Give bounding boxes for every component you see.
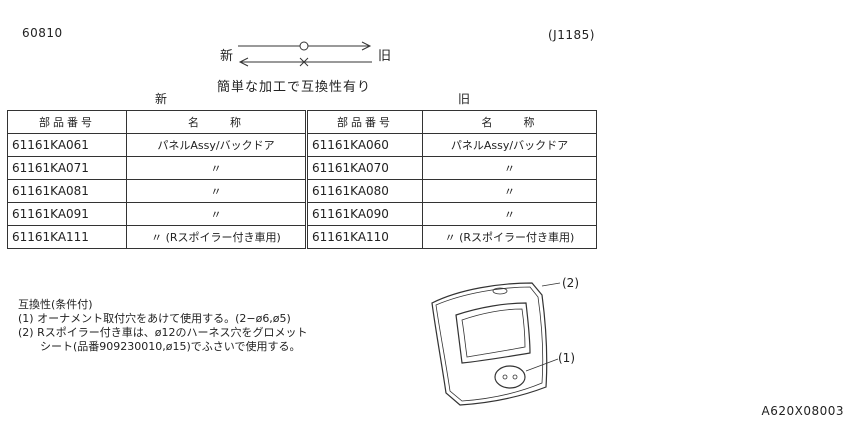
callout-2: (2)	[562, 276, 579, 290]
table-row: 61161KA061 パネルAssy/バックドア 61161KA060 パネルA…	[7, 133, 597, 157]
part-name-old: 〃 (Rスポイラー付き車用)	[422, 225, 597, 249]
part-name-new: 〃	[126, 179, 307, 203]
table-row: 61161KA091 〃 61161KA090 〃	[7, 202, 597, 226]
doc-number: 60810	[22, 26, 63, 40]
part-name-new: 〃	[126, 156, 307, 180]
part-number-new: 61161KA081	[7, 179, 127, 203]
part-number-new: 61161KA111	[7, 225, 127, 249]
footer-code: A620X08003	[761, 404, 844, 418]
part-name-new: パネルAssy/バックドア	[126, 133, 307, 157]
group-old-label: 旧	[458, 92, 471, 106]
header-name-new: 名 称	[126, 110, 307, 134]
part-number-old: 61161KA060	[305, 133, 423, 157]
header-name-old: 名 称	[422, 110, 597, 134]
reference-code: (J1185)	[548, 28, 595, 42]
group-new-label: 新	[155, 92, 168, 106]
part-number-new: 61161KA071	[7, 156, 127, 180]
part-name-old: 〃	[422, 202, 597, 226]
legend-old-label: 旧	[378, 49, 392, 64]
note-line-3: シート(品番909230010,ø15)でふさいで使用する。	[18, 340, 301, 353]
part-name-old: 〃	[422, 156, 597, 180]
header-part-number-new: 部品番号	[7, 110, 127, 134]
part-number-old: 61161KA090	[305, 202, 423, 226]
compatibility-notes: 互換性(条件付) (1) オーナメント取付穴をあけて使用する。(2−ø6,ø5)…	[18, 298, 307, 354]
part-number-old: 61161KA080	[305, 179, 423, 203]
part-number-new: 61161KA061	[7, 133, 127, 157]
note-line-1: (1) オーナメント取付穴をあけて使用する。(2−ø6,ø5)	[18, 312, 291, 325]
table-row: 61161KA071 〃 61161KA070 〃	[7, 156, 597, 180]
part-number-old: 61161KA070	[305, 156, 423, 180]
back-door-panel-icon	[431, 282, 561, 406]
part-name-new: 〃	[126, 202, 307, 226]
parts-table: 部品番号 名 称 部品番号 名 称 61161KA061 パネルAssy/バック…	[7, 110, 597, 249]
part-number-old: 61161KA110	[305, 225, 423, 249]
table-row: 61161KA111 〃 (Rスポイラー付き車用) 61161KA110 〃 (…	[7, 225, 597, 249]
callout-1: (1)	[558, 351, 575, 365]
notes-title: 互換性(条件付)	[18, 298, 93, 311]
table-row: 61161KA081 〃 61161KA080 〃	[7, 179, 597, 203]
compatibility-note: 簡単な加工で互換性有り	[217, 80, 372, 95]
part-number-new: 61161KA091	[7, 202, 127, 226]
part-name-old: 〃	[422, 179, 597, 203]
note-line-2: (2) Rスポイラー付き車は、ø12のハーネス穴をグロメット	[18, 326, 308, 339]
part-name-old: パネルAssy/バックドア	[422, 133, 597, 157]
compatibility-arrows-icon	[238, 41, 372, 67]
legend-new-label: 新	[220, 49, 234, 64]
table-header-row: 部品番号 名 称 部品番号 名 称	[7, 110, 597, 134]
header-part-number-old: 部品番号	[305, 110, 423, 134]
part-name-new: 〃 (Rスポイラー付き車用)	[126, 225, 307, 249]
